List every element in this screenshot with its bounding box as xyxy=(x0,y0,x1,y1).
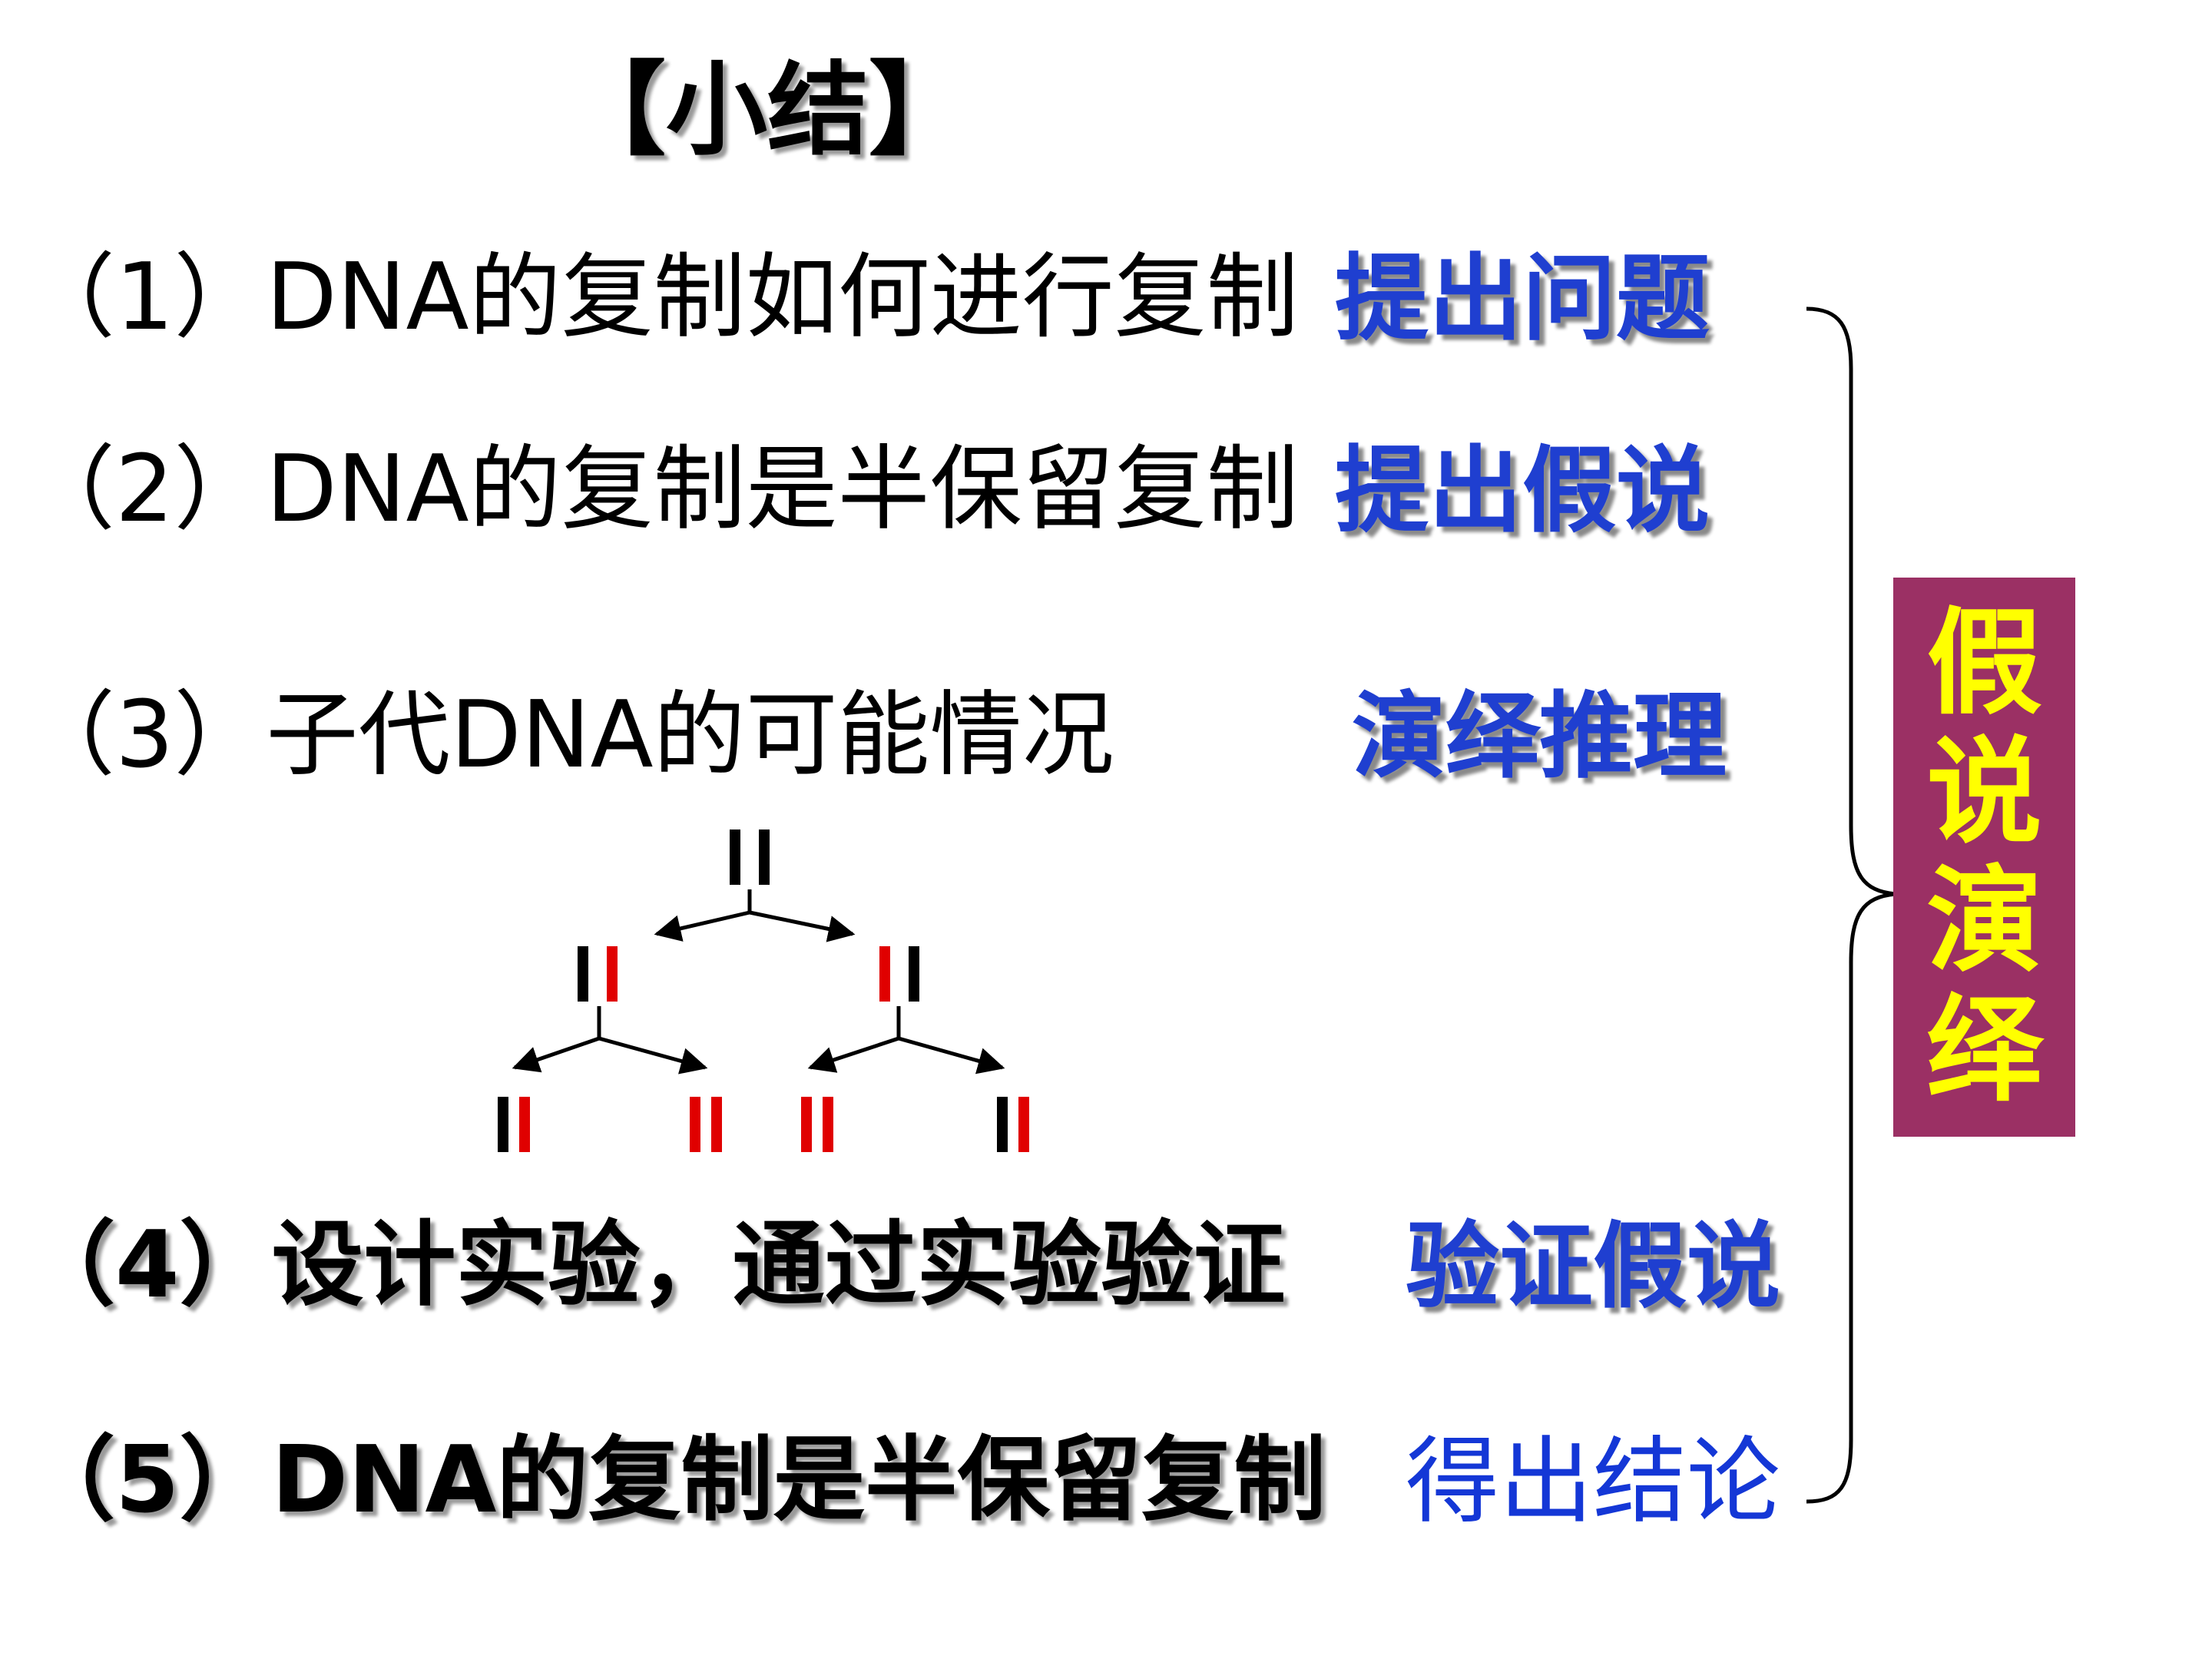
step-1-text: （1）DNA的复制如何进行复制 xyxy=(23,244,1299,351)
slide-title: 【小结】 xyxy=(565,51,970,170)
dna-gen2-2 xyxy=(690,1097,722,1152)
step-3-label: 演绎推理 xyxy=(1352,682,1727,791)
step-1-label: 提出问题 xyxy=(1335,244,1710,353)
arrow-line xyxy=(898,1036,1005,1075)
curly-brace xyxy=(1806,306,1896,1504)
dna-gen1-left xyxy=(578,946,618,1002)
step-4-text: （4）设计实验，通过实验验证 xyxy=(23,1212,1286,1319)
summary-char: 说 xyxy=(1926,726,2042,859)
dna-gen2-4 xyxy=(997,1097,1029,1152)
summary-char: 假 xyxy=(1926,597,2042,730)
arrow-line xyxy=(512,1036,600,1073)
summary-char: 绎 xyxy=(1926,984,2042,1118)
arrow-line xyxy=(807,1036,899,1073)
dna-gen2-3 xyxy=(801,1097,833,1152)
step-2-label: 提出假说 xyxy=(1335,436,1710,545)
step-5-text: （5）DNA的复制是半保留复制 xyxy=(23,1427,1326,1534)
dna-gen1-right xyxy=(879,946,919,1002)
step-5-label: 得出结论 xyxy=(1406,1427,1780,1536)
dna-gen2-1 xyxy=(498,1097,530,1152)
step-2-text: （2）DNA的复制是半保留复制 xyxy=(23,436,1299,543)
step-3-text: （3）子代DNA的可能情况 xyxy=(23,682,1114,789)
step-4-label: 验证假说 xyxy=(1406,1212,1780,1321)
arrow-line xyxy=(654,910,750,942)
dna-parent xyxy=(730,830,770,885)
arrow-line xyxy=(598,1036,708,1075)
arrow-line xyxy=(749,910,856,942)
summary-char: 演 xyxy=(1926,855,2042,988)
summary-box: 假 说 演 绎 xyxy=(1893,578,2075,1137)
